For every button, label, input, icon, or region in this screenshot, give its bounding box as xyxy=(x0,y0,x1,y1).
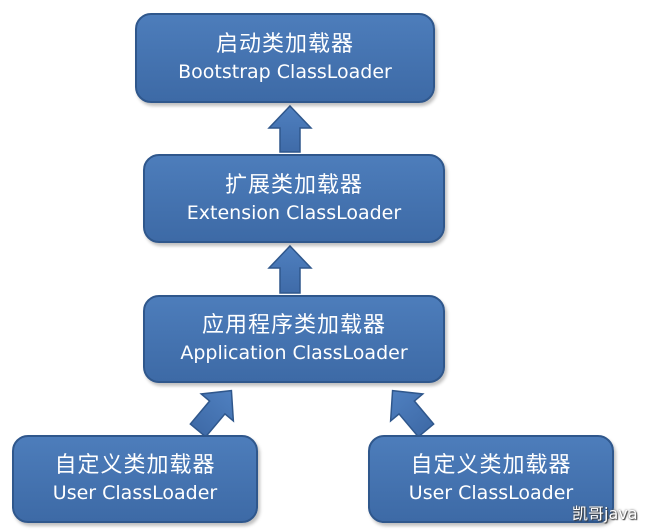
arrow-user-right-to-application xyxy=(389,389,435,438)
user-classloader-node-right: 自定义类加载器 User ClassLoader xyxy=(368,435,614,523)
bootstrap-cn-label: 启动类加载器 xyxy=(215,32,354,57)
arrow-user-left-to-application xyxy=(189,389,235,438)
application-cn-label: 应用程序类加载器 xyxy=(201,313,386,338)
user-right-en-label: User ClassLoader xyxy=(408,482,574,504)
application-classloader-node: 应用程序类加载器 Application ClassLoader xyxy=(143,295,445,383)
application-en-label: Application ClassLoader xyxy=(180,342,408,364)
watermark-text: 凯哥java xyxy=(572,504,638,523)
extension-classloader-node: 扩展类加载器 Extension ClassLoader xyxy=(143,154,445,243)
arrow-application-to-extension xyxy=(267,244,313,294)
user-classloader-node-left: 自定义类加载器 User ClassLoader xyxy=(12,435,258,523)
arrow-extension-to-bootstrap xyxy=(267,104,313,153)
user-right-cn-label: 自定义类加载器 xyxy=(410,453,572,478)
bootstrap-classloader-node: 启动类加载器 Bootstrap ClassLoader xyxy=(135,13,435,103)
user-left-cn-label: 自定义类加载器 xyxy=(54,453,216,478)
extension-en-label: Extension ClassLoader xyxy=(186,201,402,224)
extension-cn-label: 扩展类加载器 xyxy=(224,172,363,198)
bootstrap-en-label: Bootstrap ClassLoader xyxy=(178,61,392,83)
user-left-en-label: User ClassLoader xyxy=(52,482,218,504)
